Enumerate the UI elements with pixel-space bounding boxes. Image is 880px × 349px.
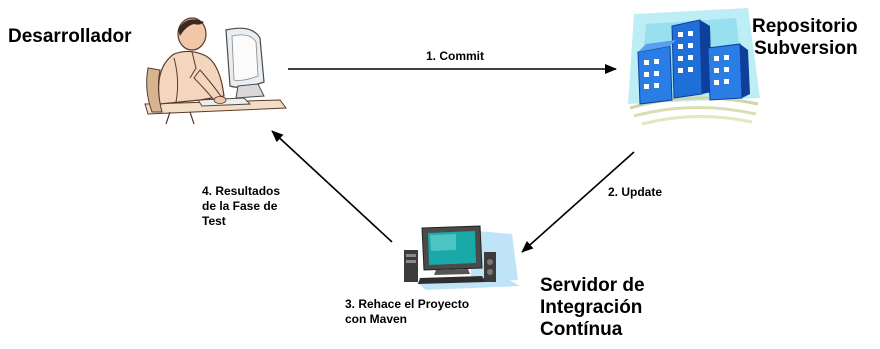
results-arrow <box>271 130 393 243</box>
edge-label-rebuild: 3. Rehace el Proyecto con Maven <box>345 297 470 326</box>
developer-at-computer-icon <box>144 17 287 125</box>
office-buildings-icon <box>628 8 760 126</box>
developer-title: Desarrollador <box>8 26 132 47</box>
ci-server-title: Servidor de Integración Contínua <box>540 275 645 340</box>
desktop-computer-icon <box>404 225 520 290</box>
update-arrow <box>521 151 635 253</box>
edge-label-update: 2. Update <box>608 185 663 199</box>
edge-label-results: 4. Resultados de la Fase de Test <box>202 184 281 228</box>
repository-title: Repositorio Subversion <box>752 16 858 59</box>
edge-label-commit: 1. Commit <box>426 49 485 63</box>
